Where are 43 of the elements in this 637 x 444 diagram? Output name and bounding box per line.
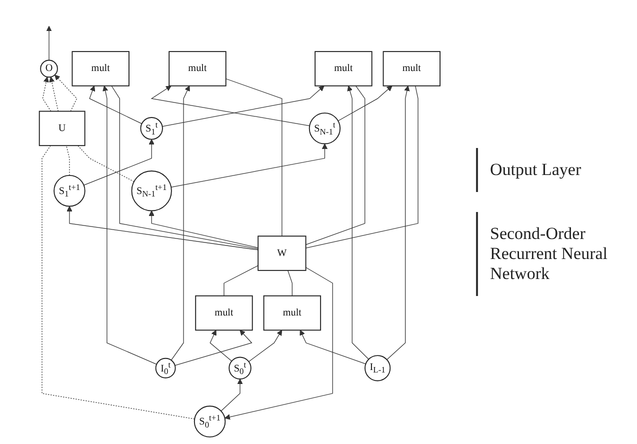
node-circle: O <box>40 60 58 78</box>
connector <box>224 265 258 296</box>
arrow <box>300 330 366 364</box>
layer-label: Second-Order Recurrent Neural Network <box>476 212 637 296</box>
arrow <box>46 26 52 61</box>
arrow <box>170 86 190 360</box>
layer-label: Output Layer <box>476 148 637 192</box>
connector <box>78 145 134 182</box>
connector <box>305 86 366 245</box>
arrow <box>150 86 310 126</box>
arrow <box>174 330 252 366</box>
node-box: mult <box>382 51 441 86</box>
node-box: mult <box>72 51 130 86</box>
connector <box>226 78 282 236</box>
arrow <box>162 86 324 127</box>
node-box: mult <box>168 51 226 86</box>
connector <box>111 86 258 250</box>
arrow <box>248 330 282 362</box>
arrow <box>49 76 59 112</box>
arrow <box>102 86 157 365</box>
arrow <box>338 86 392 122</box>
node-box: mult <box>195 295 253 331</box>
arrow <box>347 86 369 360</box>
arrow <box>66 206 258 250</box>
arrow <box>42 76 52 112</box>
node-box: mult <box>263 295 322 331</box>
node-box: U <box>38 110 86 146</box>
arrow <box>386 86 410 360</box>
arrow <box>220 378 243 412</box>
node-box: mult <box>314 51 372 86</box>
arrow <box>89 86 142 124</box>
arrow <box>224 267 333 420</box>
connector <box>305 86 418 248</box>
connector <box>66 145 70 176</box>
connector <box>288 270 292 296</box>
connector <box>42 145 195 420</box>
node-box: W <box>258 236 306 271</box>
arrow <box>148 210 258 248</box>
arrow <box>83 139 154 186</box>
arrow <box>170 144 328 188</box>
arrow <box>54 74 78 112</box>
node-circle: I$_{L-1}$ <box>364 355 391 382</box>
arrow <box>210 330 232 362</box>
